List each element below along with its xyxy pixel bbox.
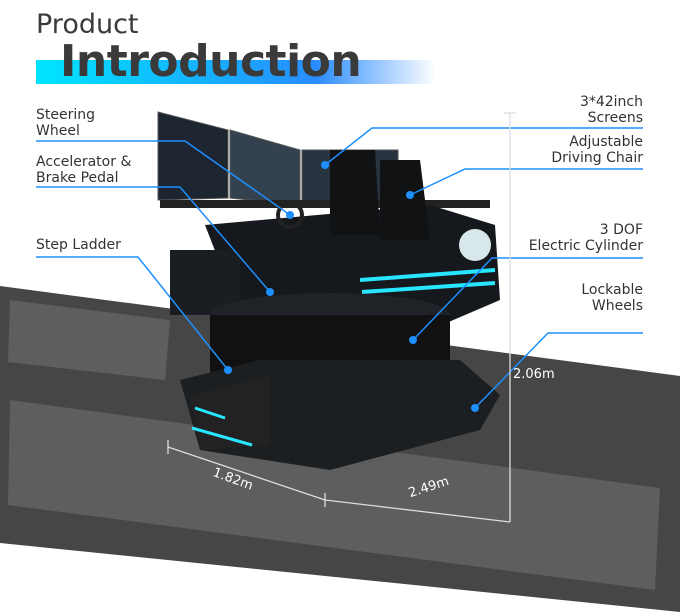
label-line: Accelerator & [36, 154, 132, 170]
title-product: Product [36, 9, 139, 40]
label-line: Electric Cylinder [528, 238, 643, 254]
label-line: Lockable [581, 282, 643, 298]
label-line: Wheels [591, 298, 643, 314]
label-line: Brake Pedal [36, 170, 119, 186]
label-line: Driving Chair [551, 150, 643, 166]
dimension-height: 2.06m [513, 367, 555, 382]
label-line: 3*42inch [579, 94, 643, 110]
label-line: Screens [587, 110, 643, 126]
title-introduction: Introduction [60, 36, 362, 87]
label-line: Wheel [36, 123, 80, 139]
title-underline-bar [36, 60, 436, 84]
label-accelerator-brake-pedal: Accelerator &Brake Pedal [36, 154, 131, 186]
label-line: Adjustable [569, 134, 643, 150]
label-line: Steering [36, 107, 96, 123]
label-line: Step Ladder [36, 237, 121, 253]
label-step-ladder: Step Ladder [36, 237, 121, 253]
label-line: 3 DOF [599, 222, 643, 238]
